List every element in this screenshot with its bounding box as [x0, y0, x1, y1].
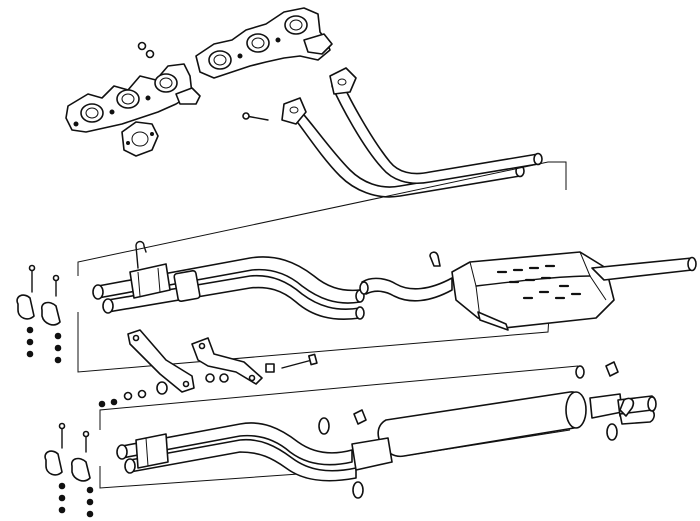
upper-mounting-clamps — [16, 264, 62, 364]
lower-clamps — [318, 361, 635, 499]
rubber-mounts — [123, 373, 229, 401]
manifold-gasket — [121, 121, 159, 157]
bracket-left — [127, 329, 195, 393]
main-muffler — [351, 391, 623, 471]
front-manifold — [65, 63, 201, 133]
downpipe-left — [281, 97, 525, 198]
nut — [137, 41, 155, 59]
flange-bolt — [242, 112, 269, 121]
rear-manifold — [195, 7, 333, 79]
front-pipe-assembly — [116, 422, 357, 482]
center-pipe — [359, 277, 453, 302]
upper-clamp — [429, 251, 441, 267]
downpipe-right — [329, 67, 543, 184]
rear-muffler — [451, 251, 615, 331]
tailpipe — [591, 256, 697, 281]
bolt — [265, 353, 318, 373]
lower-outline — [99, 365, 579, 489]
hanger-hook — [135, 240, 147, 269]
intermediate-pipe — [92, 256, 365, 321]
lower-mounting-clamps — [44, 422, 94, 518]
washers — [98, 381, 168, 408]
bracket-right — [191, 337, 263, 385]
